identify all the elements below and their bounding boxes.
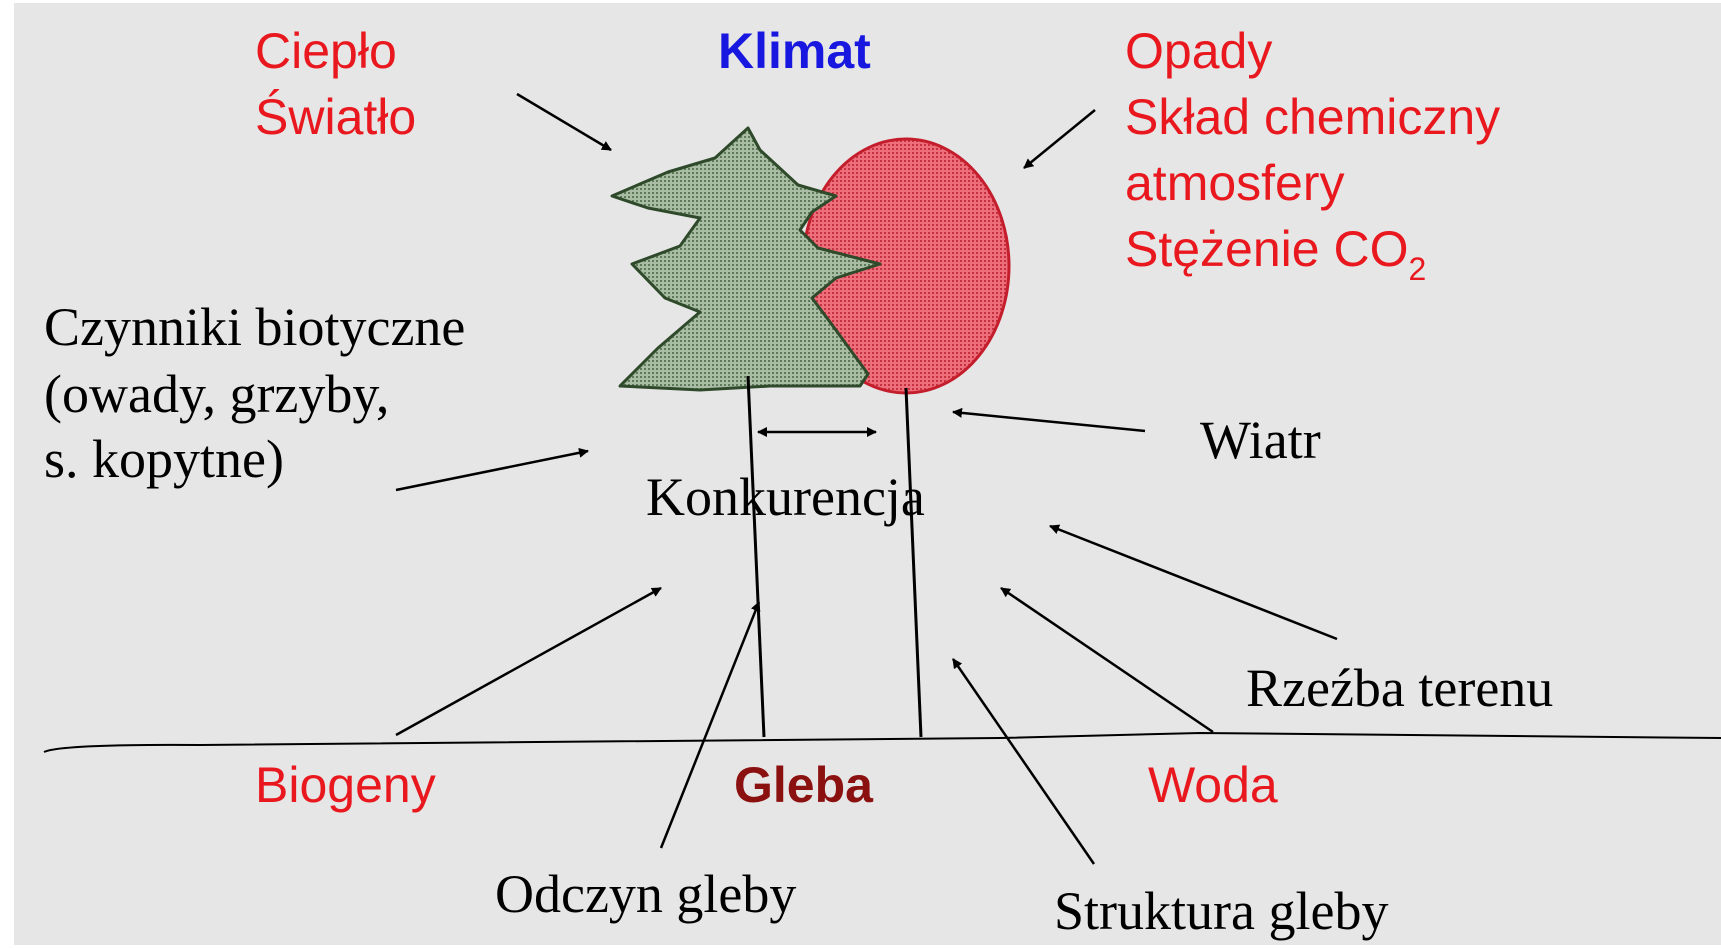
atmosphere-label: atmosfery xyxy=(1125,158,1345,208)
co2-concentration-label: Stężenie CO2 xyxy=(1125,224,1426,274)
arrow-soil-structure xyxy=(953,659,1094,864)
biotic-ungulates-label: s. kopytne) xyxy=(44,432,284,486)
heat-label: Ciepło xyxy=(255,26,397,76)
arrow-relief-water xyxy=(1001,588,1213,732)
arrow-nutrients xyxy=(396,588,661,735)
arrow-relief-competition xyxy=(1050,526,1337,639)
wind-label: Wiatr xyxy=(1200,413,1321,467)
climate-title: Klimat xyxy=(718,26,871,76)
arrow-biotic xyxy=(396,451,588,490)
ground-line xyxy=(44,733,1721,752)
soil-reaction-label: Odczyn gleby xyxy=(495,867,796,921)
arrow-wind xyxy=(953,412,1145,431)
light-label: Światło xyxy=(255,92,416,142)
soil-title: Gleba xyxy=(734,760,873,810)
competition-label: Konkurencja xyxy=(646,470,925,524)
water-label: Woda xyxy=(1148,760,1278,810)
biotic-factors-label: Czynniki biotyczne xyxy=(44,300,465,354)
soil-structure-label: Struktura gleby xyxy=(1054,884,1388,938)
chemical-composition-label: Skład chemiczny xyxy=(1125,92,1500,142)
deciduous-trunk xyxy=(906,388,921,737)
relief-label: Rzeźba terenu xyxy=(1246,661,1553,715)
arrow-precipitation xyxy=(1024,110,1095,168)
spruce-trunk xyxy=(748,376,764,737)
arrow-heat-light xyxy=(517,94,611,150)
biotic-examples-label: (owady, grzyby, xyxy=(44,367,389,421)
nutrients-label: Biogeny xyxy=(255,760,436,810)
precipitation-label: Opady xyxy=(1125,26,1272,76)
